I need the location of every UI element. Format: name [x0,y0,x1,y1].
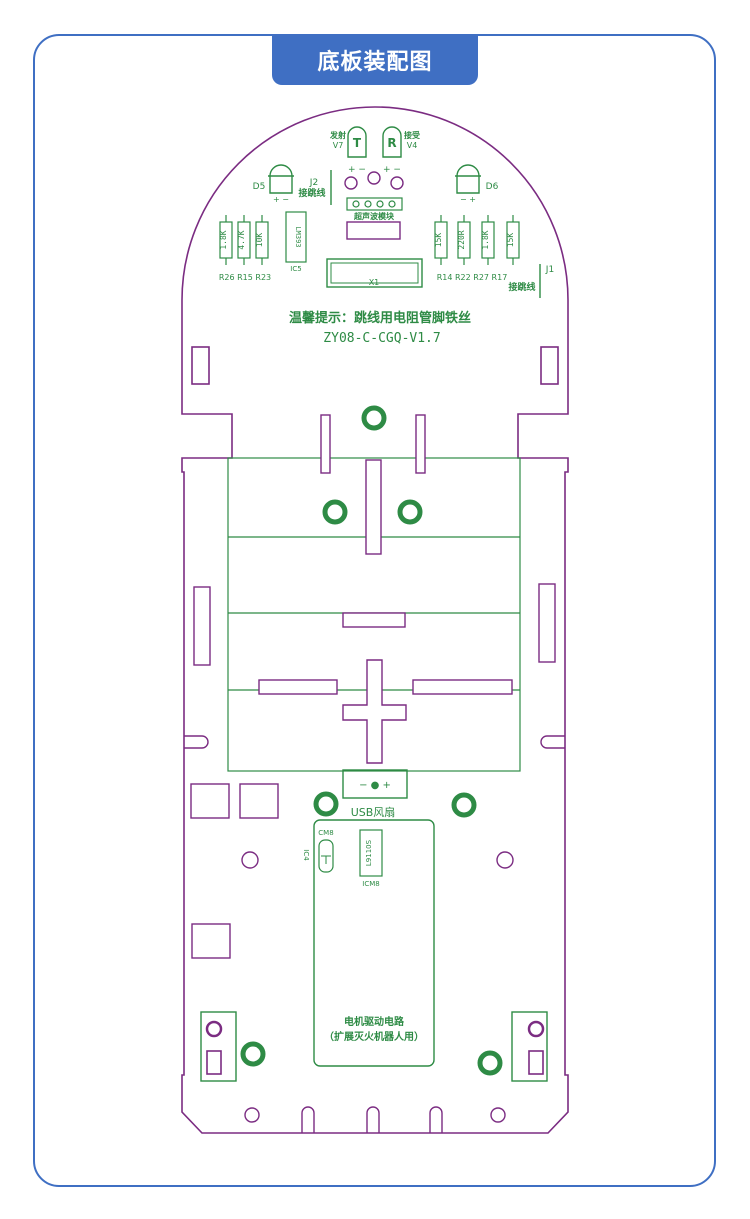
l9110s-label: L9110S [365,839,373,866]
r15-value: 4.7K [237,230,246,249]
r22-value: 220R [457,230,466,249]
rx-top-label: 接受 [404,130,420,140]
x1-connector [326,258,423,288]
corner-connectors [200,1011,548,1082]
left-res-row-labels: R26 R15 R23 [219,273,271,282]
usb-pins-label: − ● + [359,780,391,791]
sensor-boxes [347,126,402,158]
side-notches [184,735,565,749]
slot-cutouts [190,414,556,959]
green-vias [240,405,503,1076]
usb-fan-label: USB风扇 [351,805,396,819]
ic5-label: IC5 [290,265,301,273]
pins-right-label: + − [383,165,401,175]
led-outlines [268,164,481,194]
left-resistors [219,211,307,265]
mounting-holes [241,851,514,1133]
j2-label: J2 [309,178,318,188]
x1-label: X1 [369,278,380,287]
r27-value: 1.8K [481,230,490,249]
r26-value: 1.8K [219,230,228,249]
ultrasonic-header [346,197,403,240]
tx-letter: T [353,136,362,150]
usb-fan-connector: − ● + [342,769,408,799]
d6-polarity: − + [460,195,476,204]
rx-sub-label: V4 [407,141,418,150]
ic4-label: IC4 [302,849,310,861]
d6-label: D6 [486,182,499,192]
tx-top-label: 发射 [329,130,346,140]
pins-left-label: + − [348,165,366,175]
lm393-label: LM393 [294,226,302,247]
tx-sub-label: V7 [333,141,344,150]
r17-value: 15K [506,233,515,248]
rx-letter: R [387,136,396,150]
d5-label: D5 [253,182,266,192]
model-text: ZY08-C-CGQ-V1.7 [323,331,440,346]
motor-line1: 电机驱动电路 [344,1015,405,1028]
sensor-pins [344,171,404,190]
motor-drive-area [313,819,435,1067]
right-resistors [434,215,520,265]
right-res-row-labels: R14 R22 R27 R17 [437,273,508,282]
j1-label: J1 [545,265,554,275]
tip-text: 温馨提示：跳线用电阻管脚铁丝 [289,310,471,326]
j1-sub-label: 接跳线 [508,281,535,293]
cm8-label: CM8 [318,829,333,837]
icm8-label: ICM8 [362,880,379,888]
d5-polarity: + − [273,195,289,204]
r14-value: 15K [434,233,443,248]
page-title: 底板装配图 [272,35,478,85]
r23-value: 10K [255,233,264,248]
j2-sub-label: 接跳线 [298,187,325,199]
motor-line2: （扩展灭火机器人用） [324,1030,424,1043]
board-outline [181,106,569,1134]
ultrasonic-label: 超声波模块 [353,211,395,221]
